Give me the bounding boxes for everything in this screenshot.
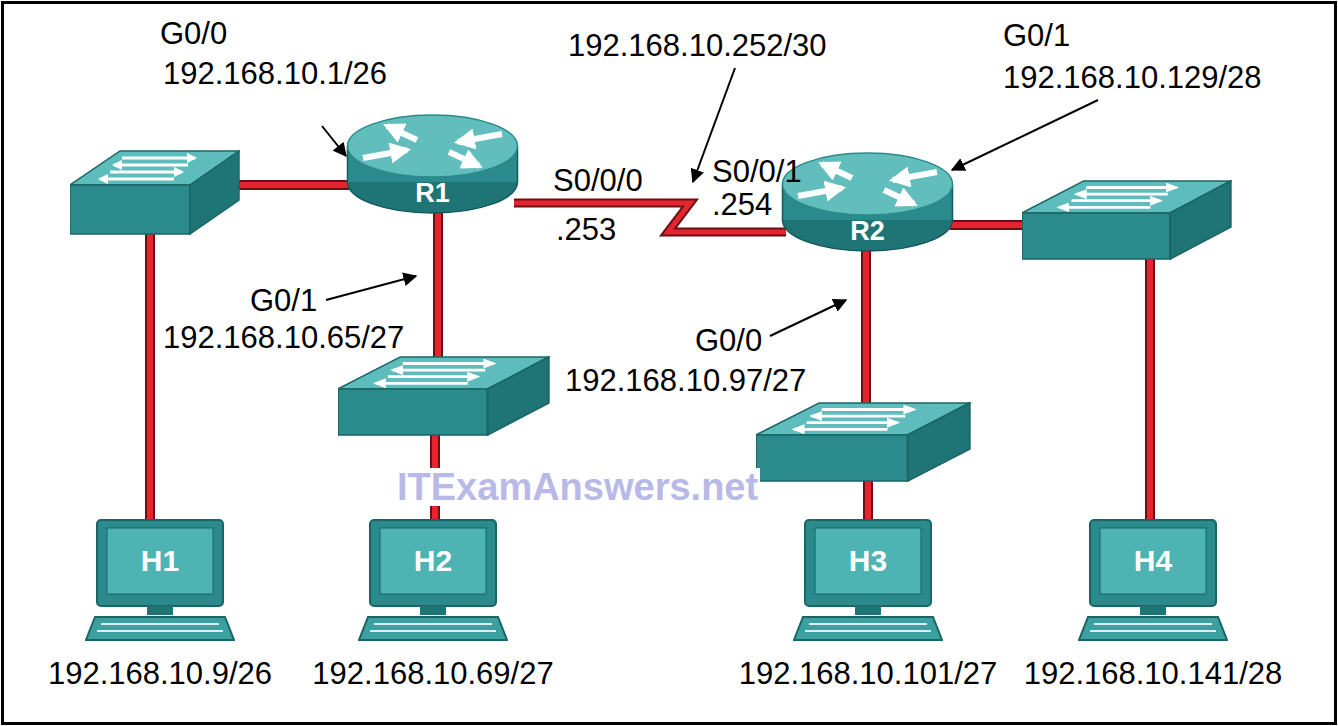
router-icon: R1 <box>345 112 520 217</box>
switch-icon <box>1022 181 1231 259</box>
host-name: H3 <box>815 536 921 586</box>
pc-icon: H1192.168.10.9/26 <box>85 518 235 643</box>
host-name: H1 <box>107 536 213 586</box>
interface-name: S0/0/0 <box>553 165 643 196</box>
ethernet-cables <box>150 185 1150 520</box>
ip-address: 192.168.10.141/28 <box>1024 658 1283 689</box>
ip-address: 192.168.10.65/27 <box>163 322 404 353</box>
leader-arrows <box>322 68 1098 336</box>
host-name: H4 <box>1100 536 1206 586</box>
pc-icon: H4192.168.10.141/28 <box>1078 518 1228 643</box>
pc-shape <box>358 518 508 643</box>
pc-shape <box>793 518 943 643</box>
switch-icon <box>338 357 549 435</box>
switch-icon <box>70 151 239 234</box>
pc-shape <box>1078 518 1228 643</box>
router-name: R2 <box>780 214 955 248</box>
host-octet: .254 <box>712 189 772 220</box>
network-address: 192.168.10.252/30 <box>568 30 827 61</box>
ip-address: 192.168.10.69/27 <box>312 658 553 689</box>
interface-name: S0/0/1 <box>712 156 802 187</box>
host-name: H2 <box>380 536 486 586</box>
ip-address: 192.168.10.9/26 <box>48 658 272 689</box>
router-icon: R2 <box>780 150 955 255</box>
interface-name: G0/0 <box>695 325 762 356</box>
ip-address: 192.168.10.97/27 <box>565 365 806 396</box>
pc-shape <box>85 518 235 643</box>
router-name: R1 <box>345 176 520 210</box>
ip-address: 192.168.10.1/26 <box>163 58 387 89</box>
ip-address: 192.168.10.101/27 <box>739 658 998 689</box>
host-octet: .253 <box>556 214 616 245</box>
ip-address: 192.168.10.129/28 <box>1003 62 1262 93</box>
interface-name: G0/0 <box>160 18 227 49</box>
pc-icon: H2192.168.10.69/27 <box>358 518 508 643</box>
switch-icon <box>756 403 970 481</box>
interface-name: G0/1 <box>250 285 317 316</box>
pc-icon: H3192.168.10.101/27 <box>793 518 943 643</box>
watermark: ITExamAnswers.net <box>395 468 760 506</box>
interface-name: G0/1 <box>1003 20 1070 51</box>
